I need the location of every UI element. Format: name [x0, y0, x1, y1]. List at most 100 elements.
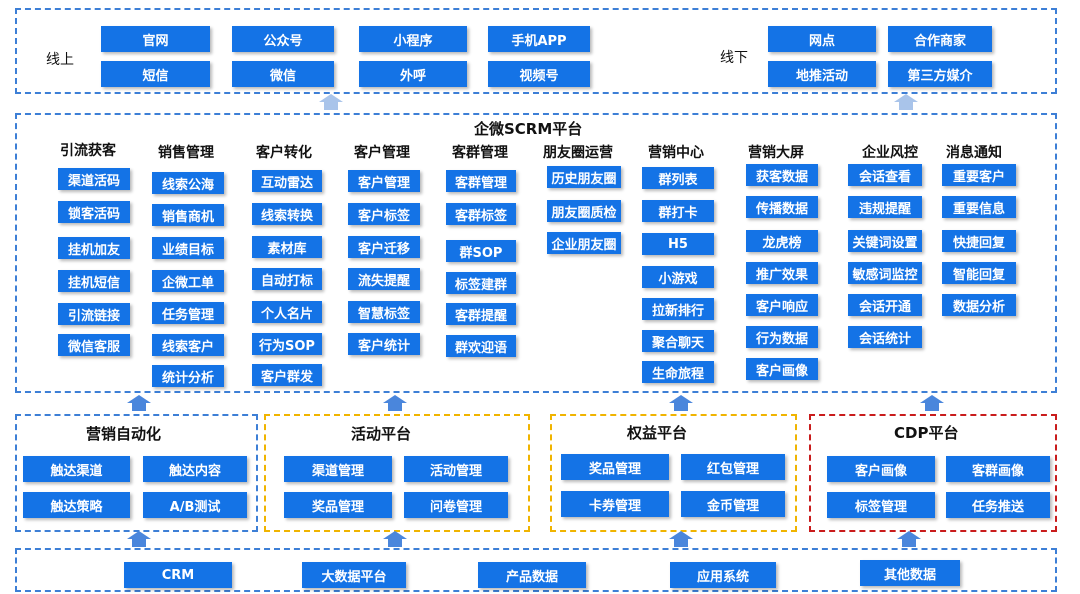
channel-ground-promo[interactable]: 地推活动 — [768, 61, 876, 87]
marketing-mini-game[interactable]: 小游戏 — [642, 266, 714, 288]
conversion-auto-tagging[interactable]: 自动打标 — [252, 268, 322, 290]
channel-sms[interactable]: 短信 — [101, 61, 210, 87]
marketing-referral-ranking[interactable]: 拉新排行 — [642, 298, 714, 320]
channel-outlet[interactable]: 网点 — [768, 26, 876, 52]
rights-prize-management[interactable]: 奖品管理 — [561, 454, 669, 480]
customer-statistics[interactable]: 客户统计 — [348, 333, 420, 355]
risk-sensitive-word-monitor[interactable]: 敏感词监控 — [848, 262, 922, 284]
up-arrow-icon — [891, 94, 921, 110]
notify-quick-reply[interactable]: 快捷回复 — [942, 230, 1016, 252]
customer-tags[interactable]: 客户标签 — [348, 203, 420, 225]
risk-session-enable[interactable]: 会话开通 — [848, 294, 922, 316]
marketing-aggregated-chat[interactable]: 聚合聊天 — [642, 330, 714, 352]
customer-churn-alert[interactable]: 流失提醒 — [348, 268, 420, 290]
customer-management[interactable]: 客户管理 — [348, 170, 420, 192]
conversion-business-card[interactable]: 个人名片 — [252, 301, 322, 323]
cdp-group-portrait[interactable]: 客群画像 — [946, 456, 1050, 482]
risk-session-statistics[interactable]: 会话统计 — [848, 326, 922, 348]
data-product-data[interactable]: 产品数据 — [478, 562, 586, 588]
sales-target[interactable]: 业绩目标 — [152, 237, 224, 259]
channel-mobile-app[interactable]: 手机APP — [488, 26, 590, 52]
dashboard-promotion-effect[interactable]: 推广效果 — [746, 262, 818, 284]
dashboard-behavior-data[interactable]: 行为数据 — [746, 326, 818, 348]
up-arrow-icon — [380, 395, 410, 411]
scrm-platform-region — [15, 113, 1057, 393]
group-tag-build[interactable]: 标签建群 — [446, 272, 516, 294]
group-tags[interactable]: 客群标签 — [446, 203, 516, 225]
data-other-data[interactable]: 其他数据 — [860, 560, 960, 586]
conversion-group-send[interactable]: 客户群发 — [252, 364, 322, 386]
marketing-group-checkin[interactable]: 群打卡 — [642, 200, 714, 222]
sales-lead-customer[interactable]: 线索客户 — [152, 334, 224, 356]
cdp-task-push[interactable]: 任务推送 — [946, 492, 1050, 518]
sales-opportunity[interactable]: 销售商机 — [152, 204, 224, 226]
conversion-lead-convert[interactable]: 线索转换 — [252, 203, 322, 225]
activity-management[interactable]: 活动管理 — [404, 456, 508, 482]
risk-violation-alert[interactable]: 违规提醒 — [848, 196, 922, 218]
moments-enterprise[interactable]: 企业朋友圈 — [547, 232, 621, 254]
cdp-customer-portrait[interactable]: 客户画像 — [827, 456, 935, 482]
notify-smart-reply[interactable]: 智能回复 — [942, 262, 1016, 284]
online-label: 线上 — [46, 52, 74, 68]
rights-coupon-management[interactable]: 卡券管理 — [561, 491, 669, 517]
conversion-material-library[interactable]: 素材库 — [252, 236, 322, 258]
dashboard-customer-portrait[interactable]: 客户画像 — [746, 358, 818, 380]
sales-lead-pool[interactable]: 线索公海 — [152, 172, 224, 194]
group-sop[interactable]: 群SOP — [446, 240, 516, 262]
group-welcome-message[interactable]: 群欢迎语 — [446, 335, 516, 357]
conversion-behavior-sop[interactable]: 行为SOP — [252, 333, 322, 355]
moments-quality-check[interactable]: 朋友圈质检 — [547, 200, 621, 222]
customer-smart-tags[interactable]: 智慧标签 — [348, 301, 420, 323]
channel-mini-program[interactable]: 小程序 — [359, 26, 467, 52]
activity-channel-management[interactable]: 渠道管理 — [284, 456, 392, 482]
risk-keyword-settings[interactable]: 关键词设置 — [848, 230, 922, 252]
channel-wechat[interactable]: 微信 — [232, 61, 334, 87]
cdp-tag-management[interactable]: 标签管理 — [827, 492, 935, 518]
channel-official-account[interactable]: 公众号 — [232, 26, 334, 52]
notify-important-info[interactable]: 重要信息 — [942, 196, 1016, 218]
sales-statistics[interactable]: 统计分析 — [152, 365, 224, 387]
marketing-life-journey[interactable]: 生命旅程 — [642, 361, 714, 383]
up-arrow-icon — [124, 531, 154, 547]
module-title-marketing-center: 营销中心 — [648, 145, 704, 161]
dashboard-customer-response[interactable]: 客户响应 — [746, 294, 818, 316]
risk-session-view[interactable]: 会话查看 — [848, 164, 922, 186]
reach-strategy[interactable]: 触达策略 — [23, 492, 130, 518]
up-arrow-icon — [124, 395, 154, 411]
reach-channel[interactable]: 触达渠道 — [23, 456, 130, 482]
conversion-interaction-radar[interactable]: 互动雷达 — [252, 170, 322, 192]
lead-channel-qrcode[interactable]: 渠道活码 — [58, 168, 130, 190]
group-management[interactable]: 客群管理 — [446, 170, 516, 192]
reach-content[interactable]: 触达内容 — [143, 456, 247, 482]
data-crm[interactable]: CRM — [124, 562, 232, 588]
lead-lock-qrcode[interactable]: 锁客活码 — [58, 201, 130, 223]
dashboard-acquisition-data[interactable]: 获客数据 — [746, 164, 818, 186]
data-big-data-platform[interactable]: 大数据平台 — [302, 562, 406, 588]
marketing-group-list[interactable]: 群列表 — [642, 167, 714, 189]
moments-history[interactable]: 历史朋友圈 — [547, 166, 621, 188]
group-reminder[interactable]: 客群提醒 — [446, 303, 516, 325]
sales-work-order[interactable]: 企微工单 — [152, 270, 224, 292]
channel-video-account[interactable]: 视频号 — [488, 61, 590, 87]
channel-third-party-media[interactable]: 第三方媒介 — [888, 61, 992, 87]
sales-task-management[interactable]: 任务管理 — [152, 302, 224, 324]
notify-data-analysis[interactable]: 数据分析 — [942, 294, 1016, 316]
lead-link[interactable]: 引流链接 — [58, 303, 130, 325]
customer-migration[interactable]: 客户迁移 — [348, 236, 420, 258]
marketing-h5[interactable]: H5 — [642, 233, 714, 255]
notify-important-customer[interactable]: 重要客户 — [942, 164, 1016, 186]
activity-survey-management[interactable]: 问卷管理 — [404, 492, 508, 518]
lead-hangup-add-friend[interactable]: 挂机加友 — [58, 237, 130, 259]
rights-coin-management[interactable]: 金币管理 — [681, 491, 785, 517]
lead-hangup-sms[interactable]: 挂机短信 — [58, 270, 130, 292]
dashboard-leaderboard[interactable]: 龙虎榜 — [746, 230, 818, 252]
channel-outbound-call[interactable]: 外呼 — [359, 61, 467, 87]
activity-prize-management[interactable]: 奖品管理 — [284, 492, 392, 518]
channel-official-site[interactable]: 官网 — [101, 26, 210, 52]
rights-red-packet-management[interactable]: 红包管理 — [681, 454, 785, 480]
dashboard-spread-data[interactable]: 传播数据 — [746, 196, 818, 218]
channel-partner[interactable]: 合作商家 — [888, 26, 992, 52]
lead-wechat-service[interactable]: 微信客服 — [58, 334, 130, 356]
ab-testing[interactable]: A/B测试 — [143, 492, 247, 518]
data-application-system[interactable]: 应用系统 — [670, 562, 776, 588]
